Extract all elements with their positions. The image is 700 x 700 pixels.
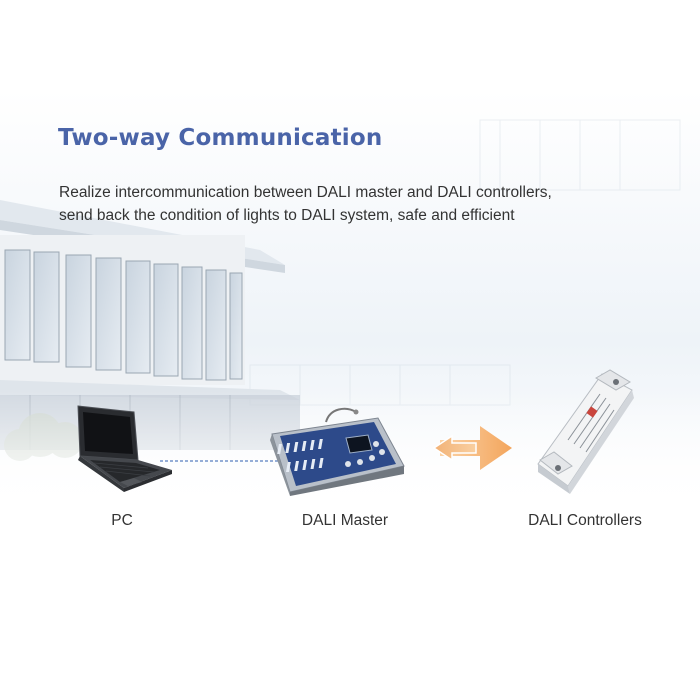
dali-master-label: DALI Master: [301, 512, 389, 529]
connection-dashed-line: [160, 460, 285, 462]
page-title: Two-way Communication: [58, 125, 383, 151]
description: Realize intercommunication between DALI …: [59, 181, 619, 227]
bidirectional-arrow-icon: [432, 426, 512, 470]
description-line-2: send back the condition of lights to DAL…: [59, 207, 515, 224]
pc-label: PC: [111, 512, 133, 529]
description-line-1: Realize intercommunication between DALI …: [59, 184, 552, 201]
dali-controller-module-icon: [537, 369, 634, 494]
laptop-icon: [77, 405, 172, 492]
dali-controllers-label: DALI Controllers: [528, 512, 642, 529]
lighting-console-icon: [270, 407, 405, 496]
